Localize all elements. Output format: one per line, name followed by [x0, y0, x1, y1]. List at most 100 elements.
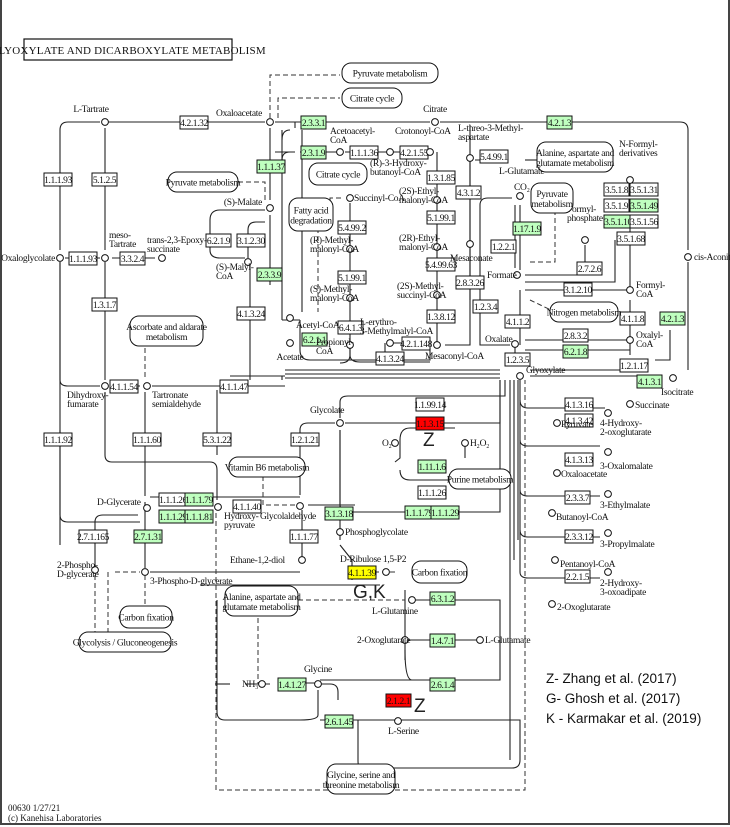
enzyme-box-2-8-3-2[interactable]: 2.8.3.2 — [562, 328, 589, 343]
compound-cisaconitate[interactable]: cis-Aconitate — [684, 253, 730, 263]
compound-oxalylcoa[interactable]: Oxalyl-CoA — [626, 331, 663, 350]
map-link-vitb6[interactable]: Vitamin B6 metabolism — [225, 456, 310, 478]
enzyme-box-4-1-3-1[interactable]: 4.1.3.1 — [636, 374, 663, 389]
compound-formylphosphate[interactable]: Formyl-phosphate — [567, 205, 603, 244]
compound-acetoacetylcoa[interactable]: Acetoacetyl-CoA — [330, 127, 375, 156]
compound-succinylcoa[interactable]: Succinyl-CoA — [346, 194, 406, 204]
enzyme-box-5-4-99-2[interactable]: 5.4.99.2 — [337, 220, 367, 235]
enzyme-box-4-1-1-39[interactable]: 4.1.1.39 — [347, 565, 377, 580]
compound-node[interactable] — [408, 596, 416, 604]
enzyme-box-6-4-1-3[interactable]: 6.4.1.3 — [337, 320, 364, 335]
compound-2h3oxoadipate[interactable]: 2-Hydroxy-3-oxoadipate — [600, 568, 646, 598]
compound-node[interactable] — [296, 502, 304, 510]
compound-epoxysuccinate[interactable]: trans-2,3-Epoxy-succinate — [147, 236, 207, 262]
map-link-citrate_top[interactable]: Citrate cycle — [341, 87, 403, 109]
enzyme-box-1-2-3-4[interactable]: 1.2.3.4 — [472, 299, 499, 314]
compound-node[interactable] — [314, 680, 322, 688]
enzyme-box-2-2-1-5[interactable]: 2.2.1.5 — [564, 569, 591, 584]
map-link-nitrogen[interactable]: Nitrogen metabolism — [547, 301, 623, 323]
enzyme-box-4-1-3-16[interactable]: 4.1.3.16 — [564, 397, 594, 412]
compound-isocitrate[interactable]: Isocitrate — [661, 374, 694, 398]
compound-node[interactable] — [91, 566, 99, 574]
enzyme-box-1-3-1-85[interactable]: 1.3.1.85 — [426, 170, 456, 185]
enzyme-box-4-2-1-148[interactable]: 4.2.1.148 — [400, 336, 433, 351]
enzyme-box-6-3-1-2[interactable]: 6.3.1.2 — [429, 591, 456, 606]
enzyme-box-1-1-3-15[interactable]: 1.1.3.15 — [415, 416, 445, 431]
compound-node[interactable] — [548, 600, 556, 608]
enzyme-box-1-4-1-27[interactable]: 1.4.1.27 — [277, 677, 307, 692]
enzyme-box-4-2-1-55[interactable]: 4.2.1.55 — [399, 145, 429, 160]
compound-glycolate[interactable]: Glycolate — [310, 406, 345, 427]
enzyme-box-3-1-3-18[interactable]: 3.1.3.18 — [324, 506, 354, 521]
compound-node[interactable] — [286, 314, 294, 322]
compound-pentanoylcoa[interactable]: Pentanoyl-CoA — [551, 556, 616, 570]
enzyme-box-4-1-1-47[interactable]: 4.1.1.47 — [219, 379, 249, 394]
compound-node[interactable] — [516, 192, 524, 200]
compound-formate[interactable]: Formate — [487, 271, 521, 281]
compound-4h2og[interactable]: 4-Hydroxy-2-oxoglutarate — [600, 409, 652, 438]
enzyme-box-1-1-1-79[interactable]: 1.1.1.79 — [404, 505, 434, 520]
compound-smethylmalonyl[interactable]: (S)-Methyl-malonyl-CoA — [310, 284, 360, 304]
compound-glycine[interactable]: Glycine — [304, 665, 332, 688]
compound-2oxoglutarate2[interactable]: 2-Oxoglutarate — [357, 636, 411, 646]
compound-node[interactable] — [684, 253, 692, 261]
compound-node[interactable] — [426, 148, 434, 156]
enzyme-box-4-1-1-8[interactable]: 4.1.1.8 — [619, 311, 646, 326]
compound-node[interactable] — [433, 291, 441, 299]
compound-mesaconate[interactable]: Mesaconate — [450, 240, 493, 264]
compound-node[interactable] — [604, 490, 612, 498]
compound-3propylmalate[interactable]: 3-Propylmalate — [600, 529, 655, 550]
compound-node[interactable] — [214, 503, 222, 511]
enzyme-box-1-3-1-7[interactable]: 1.3.1.7 — [91, 297, 118, 312]
compound-glycolaldehyde[interactable]: Glycolaldehyde — [260, 502, 316, 522]
map-link-pyruvate_top[interactable]: Pyruvate metabolism — [341, 62, 439, 84]
compound-rmethylmalonyl[interactable]: (R)-Methyl-malonyl-CoA — [310, 235, 360, 255]
compound-node[interactable] — [101, 118, 109, 126]
compound-node[interactable] — [141, 568, 149, 576]
compound-node[interactable] — [143, 504, 151, 512]
compound-3pdg[interactable]: 3-Phospho-D-glycerate — [141, 568, 233, 587]
enzyme-box-4-1-1-40[interactable]: 4.1.1.40 — [232, 499, 262, 514]
compound-node[interactable] — [626, 400, 634, 408]
enzyme-box-2-7-1-31[interactable]: 2.7.1.31 — [133, 529, 163, 544]
compound-node[interactable] — [466, 154, 474, 162]
enzyme-box-5-1-99-1[interactable]: 5.1.99.1 — [337, 270, 367, 285]
enzyme-box-1-2-2-1[interactable]: 1.2.2.1 — [490, 239, 517, 254]
compound-node[interactable] — [336, 148, 344, 156]
compound-node[interactable] — [553, 469, 561, 477]
enzyme-box-3-5-1-56[interactable]: 3.5.1.56 — [629, 214, 659, 229]
compound-node[interactable] — [258, 680, 266, 688]
enzyme-box-1-11-1-6[interactable]: 1.11.1.6 — [417, 459, 447, 474]
compound-threomethylasp[interactable]: L-threo-3-Methyl-aspartate — [458, 124, 524, 162]
enzyme-box-4-1-3-24[interactable]: 4.1.3.24 — [236, 306, 266, 321]
compound-lserine[interactable]: L-Serine — [388, 717, 419, 737]
enzyme-box-1-1-1-81[interactable]: 1.1.1.81 — [184, 509, 214, 524]
compound-node[interactable] — [56, 254, 64, 262]
enzyme-box-2-7-2-6[interactable]: 2.7.2.6 — [576, 261, 603, 276]
compound-node[interactable] — [286, 339, 294, 347]
enzyme-box-5-4-99-1[interactable]: 5.4.99.1 — [479, 149, 509, 164]
enzyme-box-4-1-3-42[interactable]: 4.1.3.42 — [564, 413, 594, 428]
enzyme-box-3-1-2-10[interactable]: 3.1.2.10 — [563, 282, 593, 297]
enzyme-box-1-1-1-29[interactable]: 1.1.1.29 — [158, 509, 188, 524]
compound-node[interactable] — [581, 236, 589, 244]
map-link-pyruvate_left[interactable]: Pyruvate metabolism — [166, 171, 242, 193]
enzyme-box-2-3-1-9[interactable]: 2.3.1.9 — [300, 145, 327, 160]
compound-node[interactable] — [511, 340, 519, 348]
compound-formylcoa[interactable]: Formyl-CoA — [626, 281, 666, 300]
compound-node[interactable] — [394, 717, 402, 725]
compound-oxalate[interactable]: Oxalate — [485, 335, 519, 348]
enzyme-box-1-1-1-26[interactable]: 1.1.1.26 — [158, 492, 188, 507]
enzyme-box-2-3-3-12[interactable]: 2.3.3.12 — [564, 529, 594, 544]
compound-o2[interactable]: O₂ — [382, 439, 399, 449]
enzyme-box-1-1-1-93[interactable]: 1.1.1.93 — [43, 172, 73, 187]
enzyme-box-2-3-3-7[interactable]: 2.3.3.7 — [564, 490, 591, 505]
compound-node[interactable] — [101, 382, 109, 390]
compound-node[interactable] — [346, 194, 354, 202]
enzyme-box-1-2-3-5[interactable]: 1.2.3.5 — [504, 352, 531, 367]
enzyme-box-3-5-1-8[interactable]: 3.5.1.8 — [603, 182, 630, 197]
compound-node[interactable] — [336, 528, 344, 536]
compound-node[interactable] — [401, 636, 409, 644]
